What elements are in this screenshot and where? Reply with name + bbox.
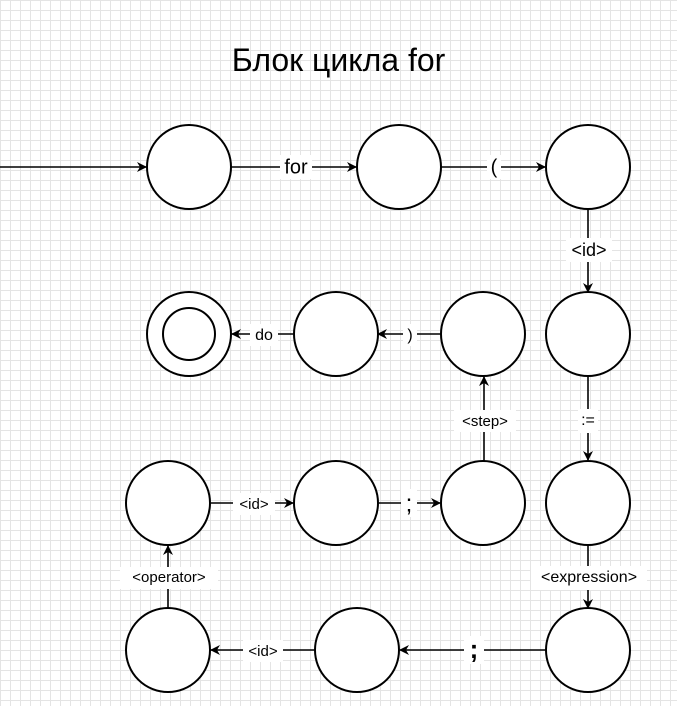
label-for: for <box>284 156 308 178</box>
label-id-bottom: <id> <box>248 643 277 660</box>
label-expression: <expression> <box>541 569 637 586</box>
diagram-title: Блок цикла for <box>231 42 446 78</box>
state-after-assign <box>545 460 631 546</box>
state-after-id-3 <box>293 460 379 546</box>
label-do: do <box>255 327 273 344</box>
state-after-id-2 <box>125 607 211 693</box>
label-id-down: <id> <box>571 240 606 260</box>
state-after-lparen <box>545 124 631 210</box>
label-operator: <operator> <box>132 569 206 586</box>
state-after-operator <box>125 460 211 546</box>
label-semicolon-middle: ; <box>406 490 413 517</box>
state-after-id <box>545 291 631 377</box>
state-after-for <box>356 124 442 210</box>
label-step: <step> <box>462 413 508 430</box>
label-rparen: ) <box>407 327 412 344</box>
state-after-rparen <box>293 291 379 377</box>
label-lparen: ( <box>491 156 498 178</box>
label-id-middle: <id> <box>239 496 268 513</box>
label-semicolon-bottom: ; <box>470 634 479 664</box>
label-assign: := <box>581 412 595 429</box>
state-after-semicolon-2 <box>440 460 526 546</box>
state-after-semicolon-1 <box>314 607 400 693</box>
state-after-step <box>440 291 526 377</box>
state-final-inner <box>162 307 216 361</box>
state-after-expression <box>545 607 631 693</box>
state-start <box>146 124 232 210</box>
